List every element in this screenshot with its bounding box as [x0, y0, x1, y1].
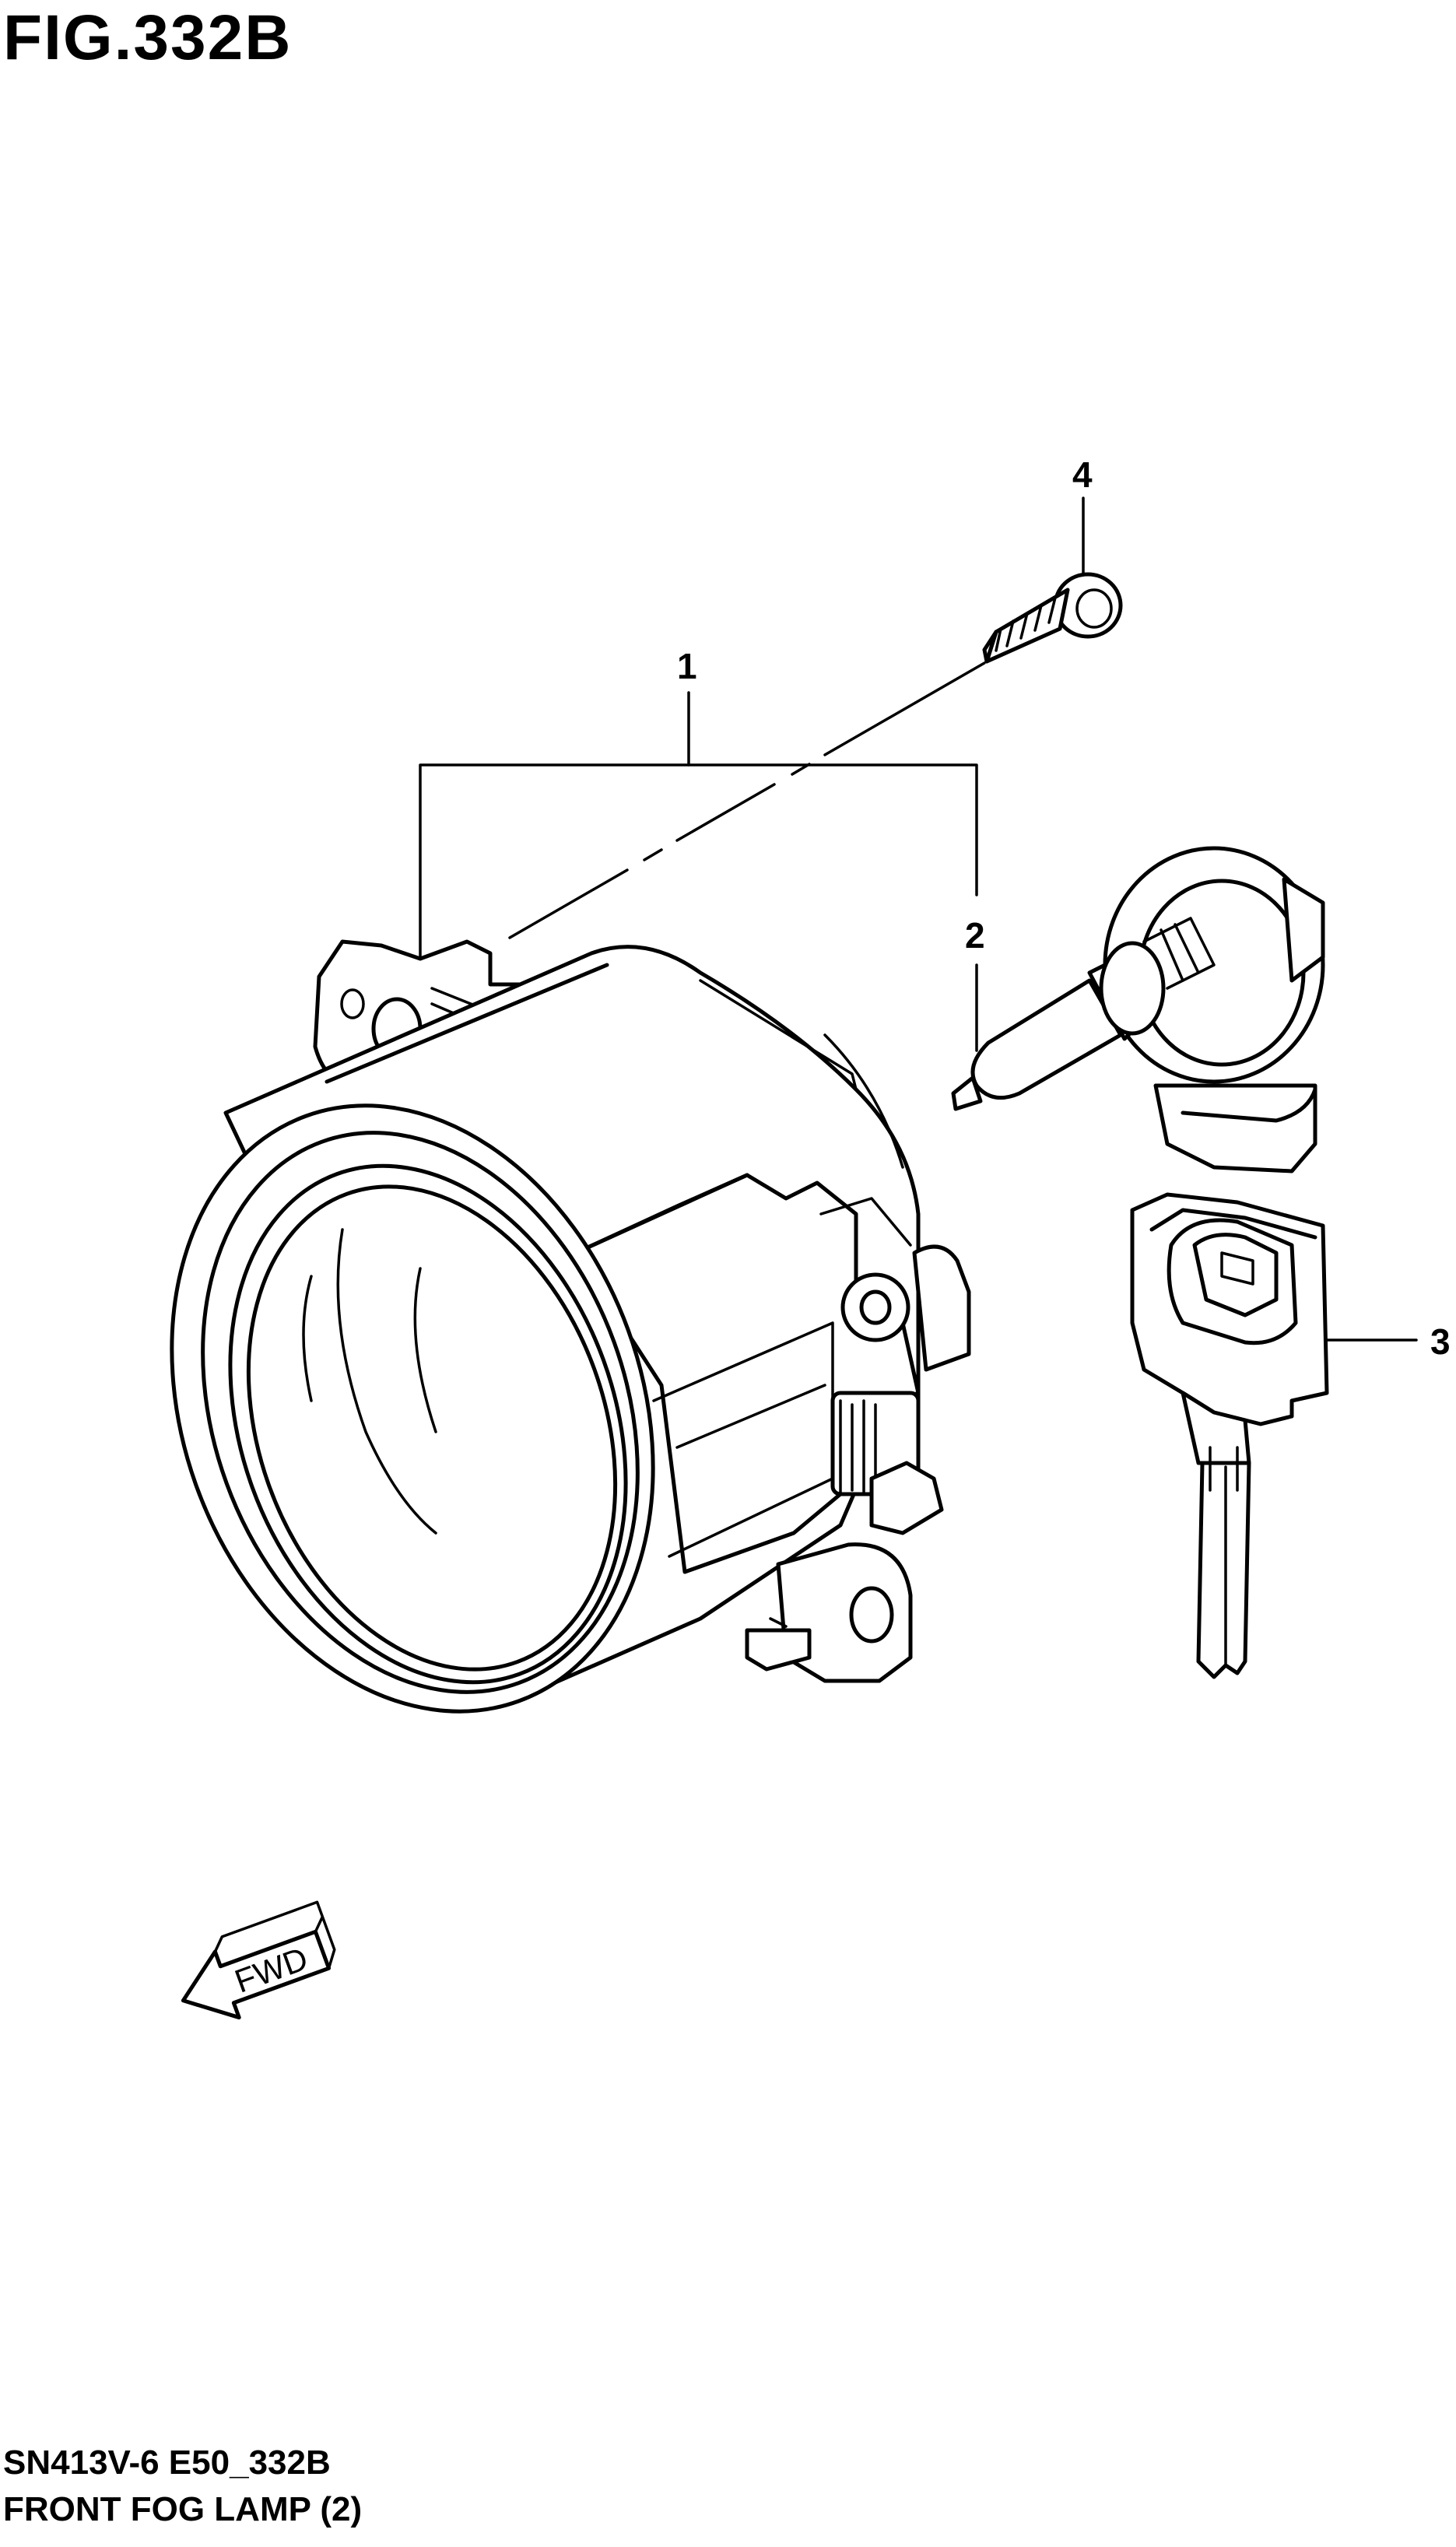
bulb-part: [951, 846, 1325, 1174]
figure-name: FRONT FOG LAMP (2): [3, 2490, 363, 2528]
fog-lamp-part: [170, 939, 971, 1714]
model-code: SN413V-6 E50_332B: [3, 2444, 331, 2482]
figure-title: FIG.332B: [3, 2, 293, 73]
screw-part: [982, 572, 1123, 664]
alignment-line: [508, 661, 986, 939]
callout-3[interactable]: 3: [1325, 1321, 1451, 1362]
callout-1-bracket: [419, 763, 978, 960]
callout-1-number: 1: [677, 646, 697, 686]
callout-3-number: 3: [1430, 1321, 1451, 1362]
callout-2-number: 2: [965, 915, 985, 956]
callout-1[interactable]: 1: [419, 646, 978, 960]
socket-part: [1130, 1192, 1329, 1679]
fwd-direction-arrow: FWD: [181, 1900, 336, 2020]
callout-4-number: 4: [1072, 454, 1093, 495]
callout-2[interactable]: 2: [965, 915, 985, 1052]
callout-4[interactable]: 4: [1072, 454, 1093, 577]
